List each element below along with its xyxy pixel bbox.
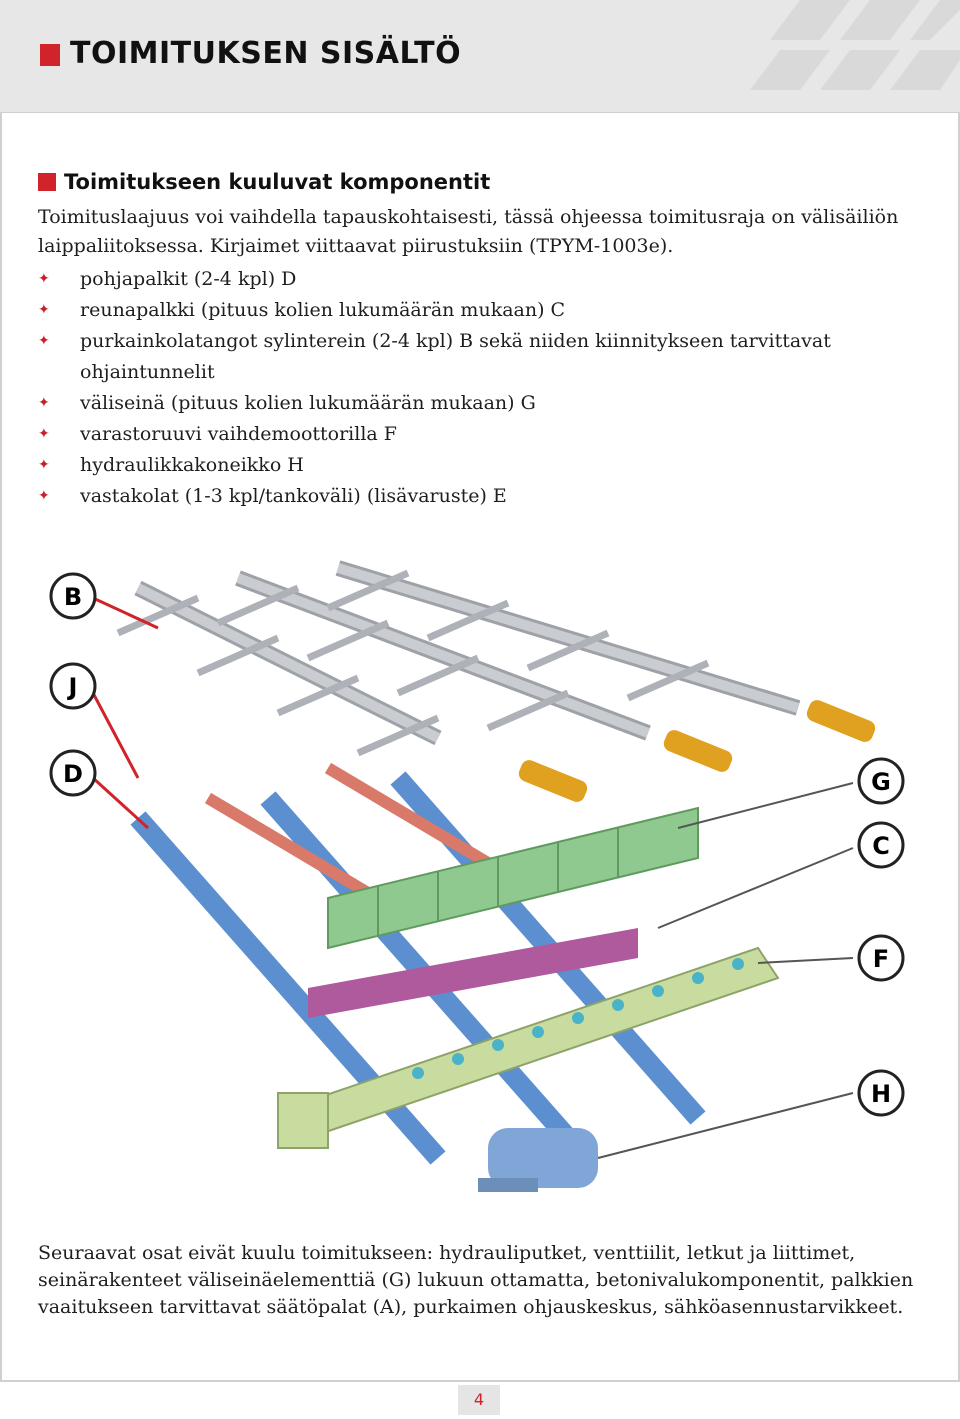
bullet-icon: ✦ — [38, 271, 50, 287]
header-square-icon — [40, 44, 60, 66]
bullet-icon: ✦ — [38, 457, 50, 473]
page-header: TOIMITUKSEN SISÄLTÖ — [0, 0, 960, 113]
callout-h: H — [857, 1069, 905, 1117]
list-item: ✦pohjapalkit (2-4 kpl) D — [38, 264, 938, 295]
svg-text:C: C — [872, 832, 890, 860]
callout-f: F — [857, 934, 905, 982]
section-title: Toimitukseen kuuluvat komponentit — [64, 170, 491, 194]
list-item: ✦varastoruuvi vaihdemoottorilla F — [38, 419, 938, 450]
list-item: ✦väliseinä (pituus kolien lukumäärän muk… — [38, 388, 938, 419]
exploded-assembly-diagram: B J D G C F H — [49, 560, 905, 1192]
callout-c: C — [857, 821, 905, 869]
frame-bottom-line — [0, 1380, 960, 1382]
frame-right-line — [958, 112, 960, 1382]
bullet-icon: ✦ — [38, 333, 50, 349]
section-square-icon — [38, 173, 56, 191]
callout-d: D — [49, 749, 97, 797]
svg-text:B: B — [64, 583, 82, 611]
svg-text:H: H — [871, 1080, 891, 1108]
bullet-icon: ✦ — [38, 426, 50, 442]
callout-j: J — [49, 662, 97, 710]
intro-paragraph: Toimituslaajuus voi vaihdella tapauskoht… — [38, 206, 899, 257]
hydraulic-cylinders — [518, 700, 876, 802]
page-number: 4 — [458, 1385, 500, 1415]
section-heading: Toimitukseen kuuluvat komponentit — [38, 170, 490, 194]
page-title: TOIMITUKSEN SISÄLTÖ — [70, 36, 462, 71]
svg-text:J: J — [67, 673, 78, 701]
bullet-icon: ✦ — [38, 302, 50, 318]
scraper-rails — [116, 560, 801, 757]
callout-b: B — [49, 572, 97, 620]
header-decoration — [750, 0, 960, 90]
svg-text:G: G — [871, 768, 891, 796]
hydraulic-power-unit — [478, 1128, 598, 1192]
bullet-icon: ✦ — [38, 488, 50, 504]
svg-text:F: F — [873, 945, 889, 973]
svg-text:D: D — [63, 760, 83, 788]
list-item: ✦purkainkolatangot sylinterein (2-4 kpl)… — [38, 326, 938, 388]
list-item: ✦reunapalkki (pituus kolien lukumäärän m… — [38, 295, 938, 326]
exclusions-paragraph: Seuraavat osat eivät kuulu toimitukseen:… — [38, 1242, 914, 1318]
partition-wall — [327, 806, 699, 950]
edge-beam — [308, 928, 638, 1018]
component-list: ✦pohjapalkit (2-4 kpl) D ✦reunapalkki (p… — [38, 264, 938, 512]
list-item: ✦hydraulikkakoneikko H — [38, 450, 938, 481]
frame-left-line — [0, 112, 2, 1382]
callout-g: G — [857, 757, 905, 805]
list-item: ✦vastakolat (1-3 kpl/tankoväli) (lisävar… — [38, 481, 938, 512]
bullet-icon: ✦ — [38, 395, 50, 411]
screw-conveyor — [277, 946, 780, 1149]
